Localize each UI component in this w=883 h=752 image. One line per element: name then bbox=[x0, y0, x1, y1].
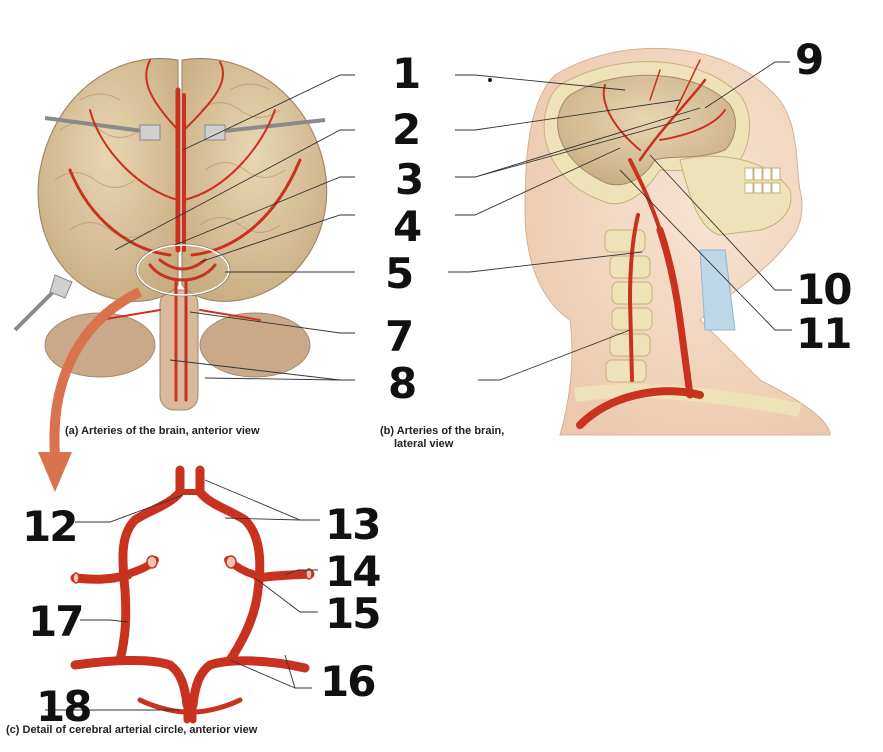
leader-lines bbox=[45, 61, 792, 711]
gyri-texture bbox=[54, 83, 286, 238]
label-10: 10 bbox=[796, 265, 852, 314]
retractor-pins bbox=[13, 116, 326, 332]
circle-highlight-outline bbox=[135, 243, 231, 297]
label-12: 12 bbox=[22, 502, 78, 551]
lateral-arteries bbox=[576, 59, 726, 429]
circle-highlight bbox=[136, 244, 230, 296]
caption-b-line1: (b) Arteries of the brain, bbox=[380, 425, 505, 437]
label-7: 7 bbox=[385, 312, 414, 361]
panel-b-lateral-head bbox=[524, 47, 831, 436]
label-16: 16 bbox=[320, 657, 376, 706]
cerebellum-right bbox=[199, 312, 311, 378]
trachea bbox=[699, 249, 736, 331]
teeth bbox=[744, 167, 781, 194]
panel-c-arterial-circle bbox=[70, 465, 315, 724]
anterior-arteries bbox=[68, 59, 302, 402]
left-hemisphere bbox=[37, 58, 179, 302]
label-11: 11 bbox=[796, 309, 852, 358]
label-4: 4 bbox=[393, 202, 422, 251]
label-9: 9 bbox=[795, 35, 824, 84]
label-17: 17 bbox=[28, 597, 84, 646]
label-8: 8 bbox=[388, 359, 417, 408]
caption-b-line2: lateral view bbox=[394, 438, 454, 450]
label-2: 2 bbox=[392, 105, 421, 154]
cut-artery-ends bbox=[72, 555, 313, 584]
label-1: 1 bbox=[392, 49, 421, 98]
brainstem bbox=[159, 289, 199, 411]
caption-a: (a) Arteries of the brain, anterior view bbox=[65, 425, 260, 437]
label-14: 14 bbox=[325, 547, 381, 596]
label-3: 3 bbox=[395, 155, 424, 204]
detail-arrow bbox=[38, 287, 143, 492]
caption-c: (c) Detail of cerebral arterial circle, … bbox=[6, 724, 258, 736]
label-5: 5 bbox=[385, 249, 414, 298]
ink-dot bbox=[488, 78, 492, 82]
panel-a-anterior-brain bbox=[13, 58, 328, 411]
right-hemisphere bbox=[181, 58, 328, 302]
label-15: 15 bbox=[325, 589, 381, 638]
label-13: 13 bbox=[325, 500, 381, 549]
label-18: 18 bbox=[36, 682, 92, 731]
